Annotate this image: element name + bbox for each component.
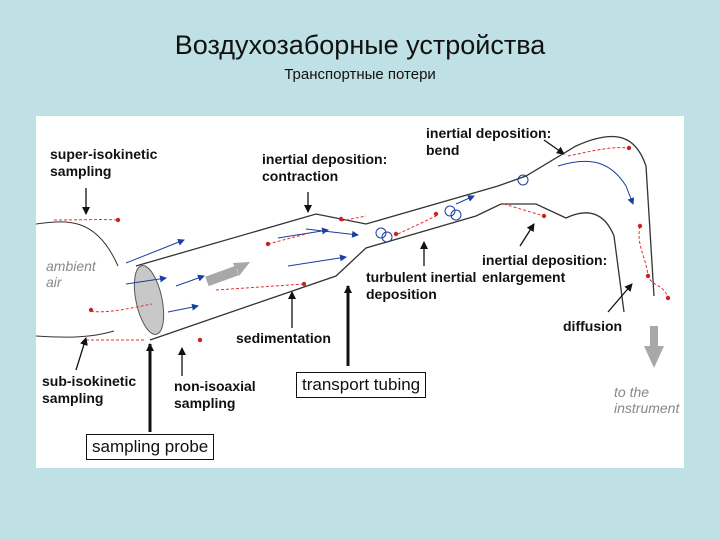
streamline	[277, 227, 329, 239]
deposit-dot	[637, 223, 643, 229]
particle-path	[215, 283, 305, 291]
probe-inlet-face	[133, 265, 165, 335]
label-sub-isokinetic: sub-isokinetic sampling	[42, 373, 137, 406]
sampling-diagram	[36, 135, 671, 432]
streamline	[287, 254, 347, 267]
tube-upper-wall	[135, 135, 655, 297]
arrow-bend	[543, 139, 565, 155]
deposit-dot	[541, 213, 547, 219]
ambient-flow-line-top	[36, 221, 119, 267]
deposit-dot	[665, 295, 671, 301]
label-to-instrument: to the instrument	[614, 384, 680, 416]
particle-path	[567, 147, 630, 157]
deposit-dot	[626, 145, 632, 151]
deposit-dot	[393, 231, 399, 237]
tube-lower-wall	[149, 203, 625, 341]
particle-path	[340, 215, 367, 222]
slide-subtitle: Транспортные потери	[284, 66, 436, 83]
streamline	[455, 195, 475, 205]
slide-title: Воздухозаборные устройства	[174, 30, 546, 60]
eddy	[381, 231, 393, 243]
label-transport-tubing: transport tubing	[296, 372, 427, 398]
deposit-dot	[197, 337, 203, 343]
particle-path	[90, 303, 153, 313]
streamline	[305, 228, 359, 238]
label-diffusion: diffusion	[563, 318, 623, 334]
particle-path	[397, 215, 437, 235]
deposit-dot	[115, 217, 121, 223]
streamline	[167, 303, 199, 313]
eddy	[517, 174, 529, 186]
label-inertial-contraction: inertial deposition: contraction	[262, 151, 388, 184]
arrow-diffusion	[607, 283, 633, 313]
label-super-isokinetic: super-isokinetic sampling	[50, 146, 158, 179]
deposit-dot	[645, 273, 651, 279]
deposit-dots	[88, 145, 671, 343]
particle-path	[503, 203, 545, 217]
deposit-dot	[88, 307, 94, 313]
label-sampling-probe: sampling probe	[86, 434, 215, 460]
eddy	[444, 205, 456, 217]
eddy	[450, 209, 462, 221]
eddy	[375, 227, 387, 239]
label-inertial-bend: inertial deposition: bend	[426, 125, 552, 158]
flow-direction-arrow-outlet	[644, 326, 664, 368]
arrow-sub-isokinetic	[75, 337, 88, 371]
label-ambient-air: ambient air	[46, 258, 96, 290]
particle-path	[267, 233, 307, 245]
streamline	[125, 238, 185, 264]
streamline	[125, 275, 167, 285]
label-inertial-enlargement: inertial deposition: enlargement	[482, 252, 608, 285]
streamline	[175, 274, 205, 287]
deposit-dot	[265, 241, 271, 247]
deposit-dot	[433, 211, 439, 217]
flow-direction-arrow-inlet	[211, 262, 250, 279]
streamline	[557, 160, 635, 205]
label-turbulent-inertial: turbulent inertial deposition	[366, 269, 477, 302]
label-sedimentation: sedimentation	[236, 330, 331, 346]
deposit-dot	[301, 281, 307, 287]
arrow-enlargement	[519, 223, 535, 247]
label-non-isoaxial: non-isoaxial sampling	[174, 378, 256, 411]
deposit-dot	[338, 216, 344, 222]
ambient-flow-line-bottom	[36, 330, 115, 338]
diagram-panel: super-isokinetic sampling inertial depos…	[36, 116, 684, 468]
